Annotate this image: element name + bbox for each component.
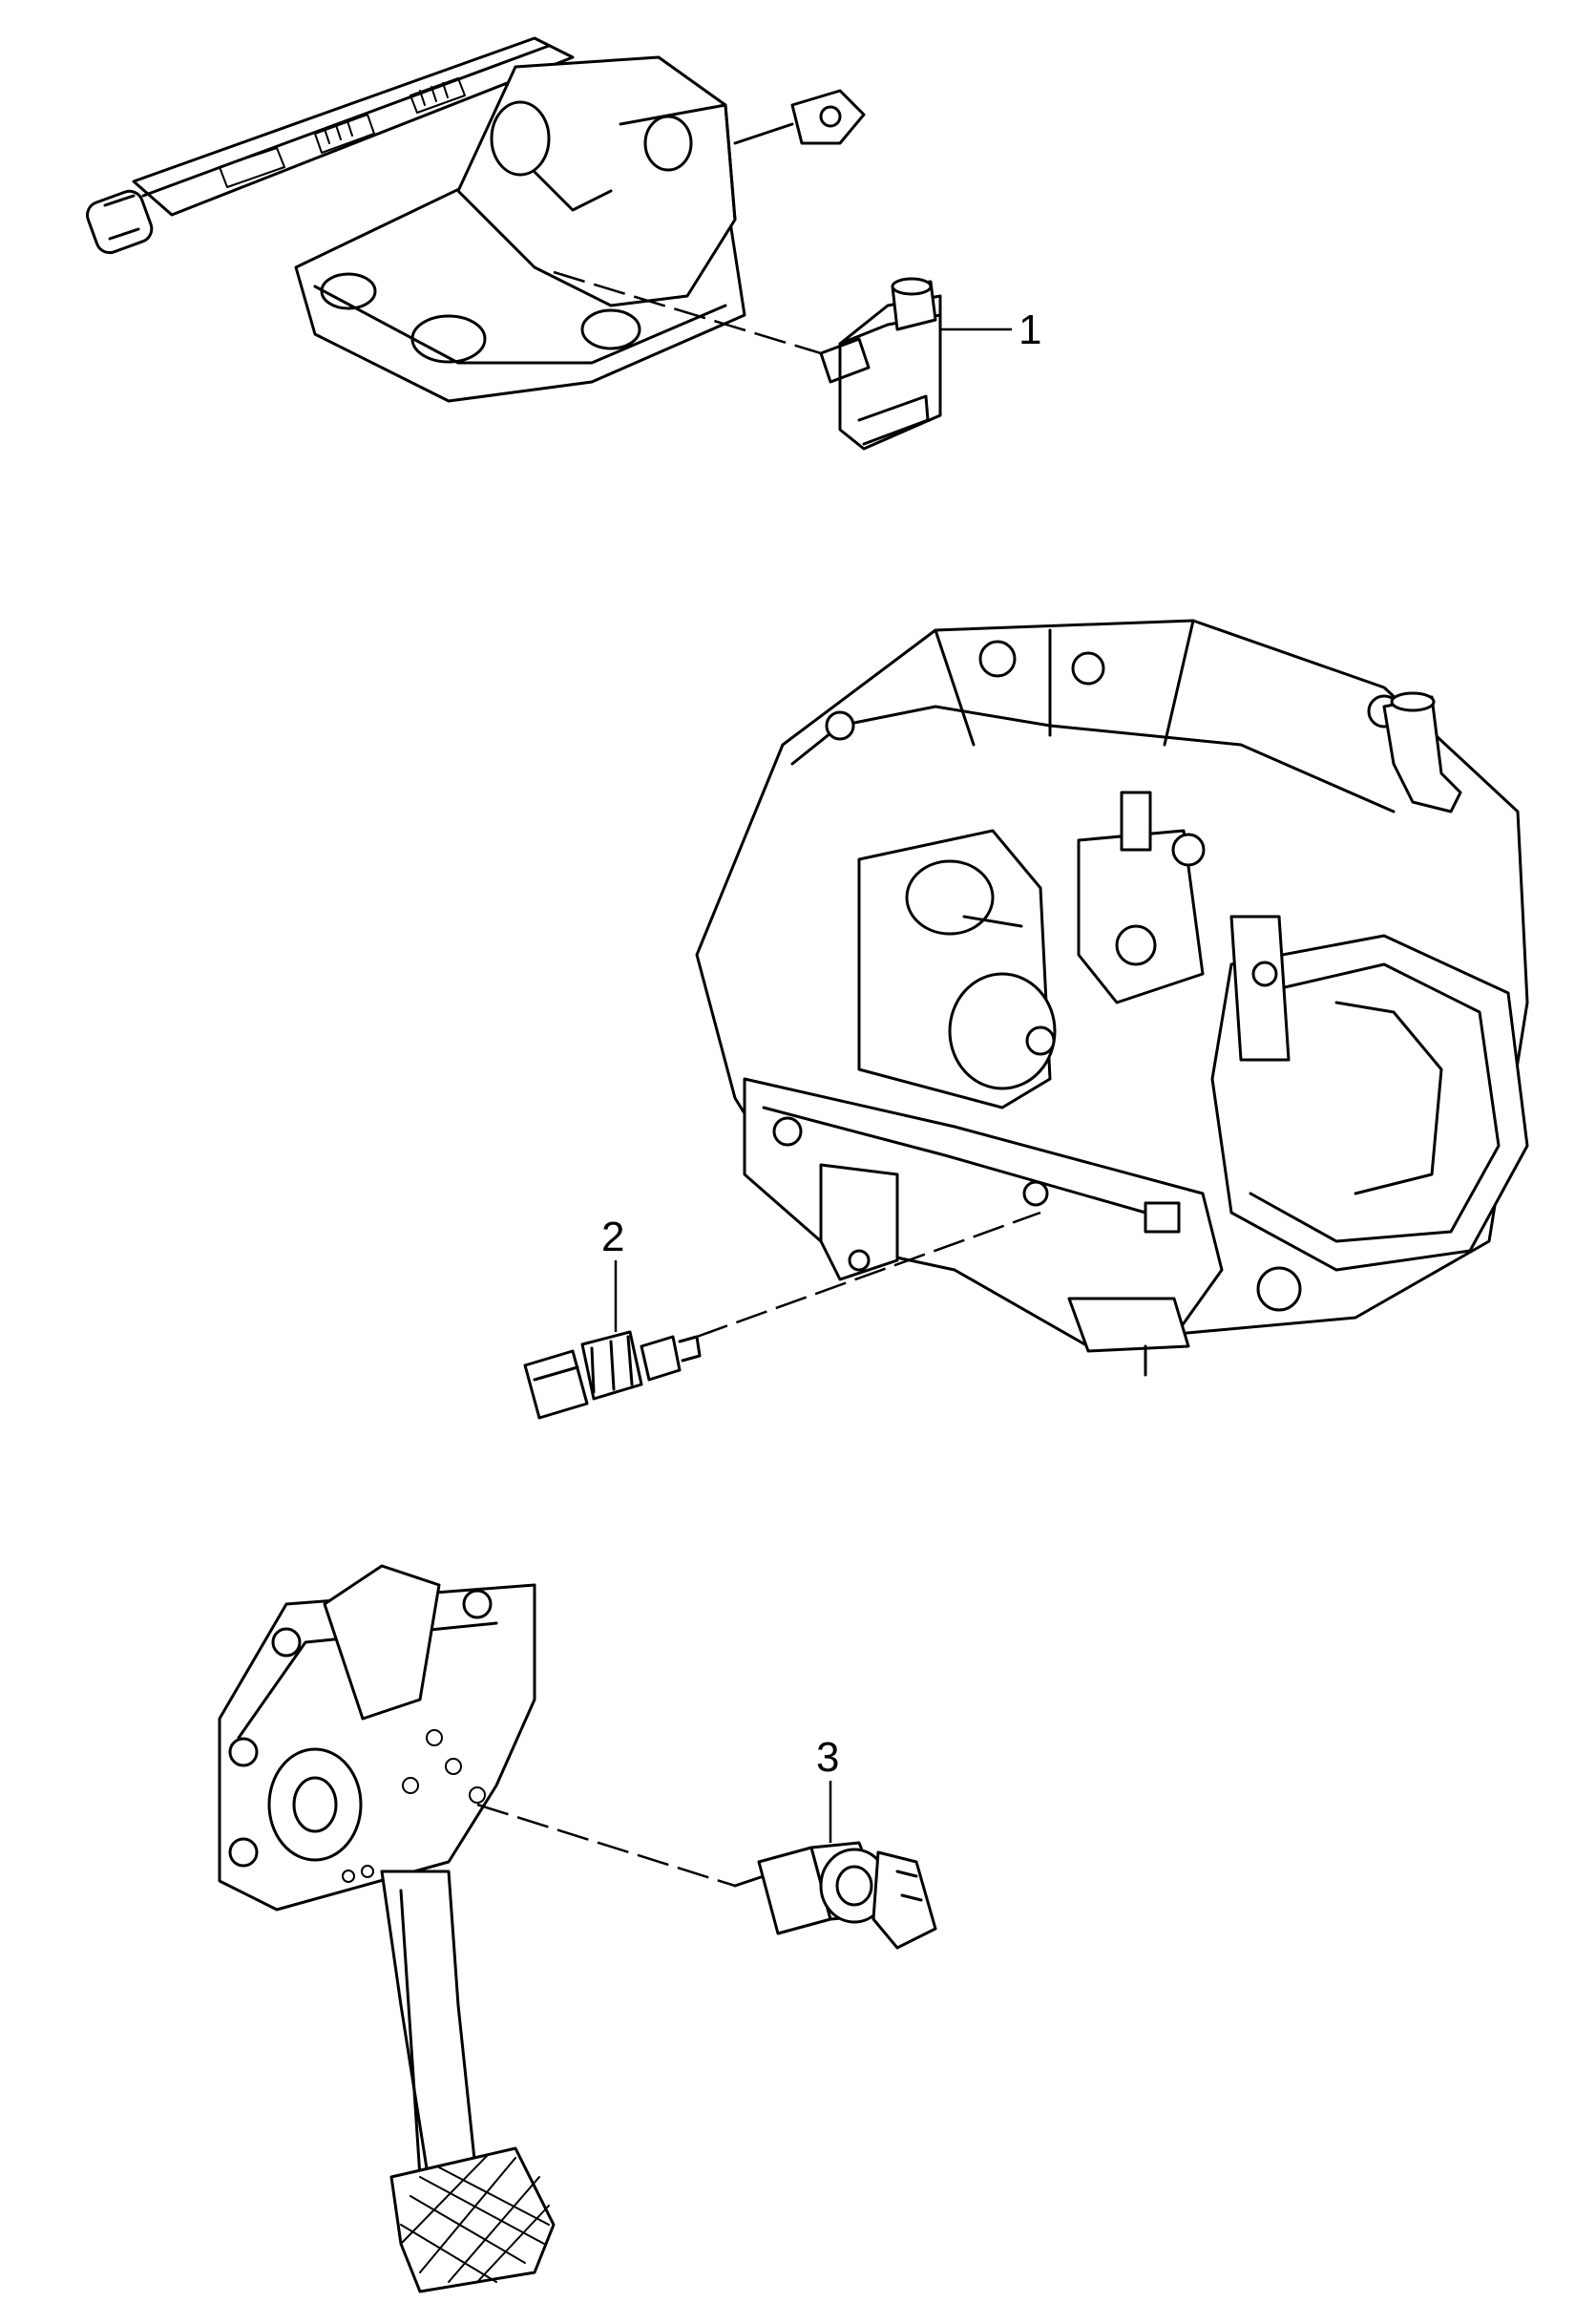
selector-switch: [819, 277, 942, 451]
leader-dash-2: [696, 1211, 1041, 1339]
leader-dash-1: [553, 270, 822, 355]
callout-3: 3: [816, 1734, 839, 1781]
pedal-bracket: [218, 1564, 556, 2293]
gearshift-housing: [86, 36, 866, 403]
callout-1: 1: [1018, 306, 1041, 353]
reverse-light-switch: [523, 1330, 702, 1420]
clutch-pedal-switch: [733, 1841, 937, 1950]
callout-2: 2: [601, 1214, 624, 1260]
leader-dash-3: [476, 1803, 736, 1888]
transmission-housing: [695, 619, 1529, 1377]
